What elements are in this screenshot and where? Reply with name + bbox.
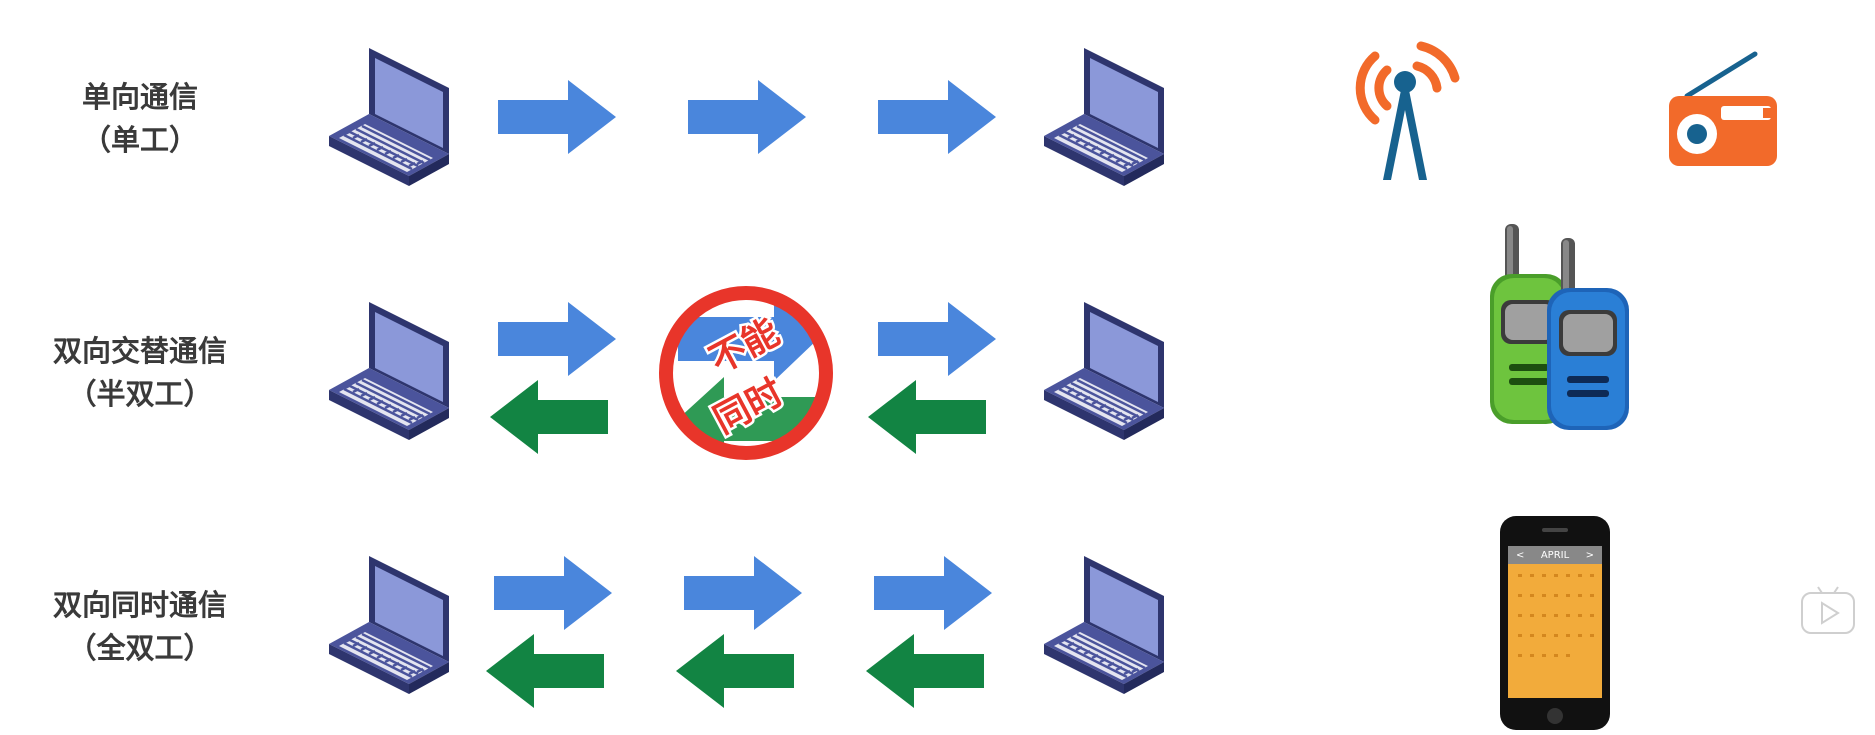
arrow-right-icon bbox=[878, 302, 996, 376]
arrow-right-icon bbox=[498, 80, 616, 154]
arrow-right-icon bbox=[494, 556, 612, 630]
phone-month: APRIL bbox=[1541, 550, 1569, 561]
laptop-icon bbox=[325, 302, 453, 440]
laptop-icon bbox=[325, 556, 453, 694]
arrow-right-icon bbox=[498, 302, 616, 376]
row-subtitle: （单工） bbox=[30, 119, 250, 162]
prohibition-sign: 不能 同时 bbox=[658, 285, 834, 461]
laptop-icon bbox=[1040, 556, 1168, 694]
arrow-left-icon bbox=[486, 634, 604, 708]
phone-next: > bbox=[1586, 550, 1594, 561]
row-title: 双向交替通信 bbox=[30, 330, 250, 373]
arrow-left-icon bbox=[866, 634, 984, 708]
row-title: 双向同时通信 bbox=[30, 584, 250, 627]
video-player-icon[interactable] bbox=[1800, 585, 1856, 635]
phone-screen: < APRIL > bbox=[1508, 546, 1602, 698]
row-label-half-duplex: 双向交替通信 （半双工） bbox=[30, 330, 250, 416]
arrow-left-icon bbox=[676, 634, 794, 708]
row-label-simplex: 单向通信 （单工） bbox=[30, 76, 250, 162]
calendar-grid bbox=[1508, 564, 1602, 698]
laptop-icon bbox=[1040, 48, 1168, 186]
phone-prev: < bbox=[1516, 550, 1524, 561]
home-button bbox=[1547, 708, 1563, 724]
row-subtitle: （半双工） bbox=[30, 373, 250, 416]
walkie-talkie-icon bbox=[1485, 222, 1635, 432]
arrow-right-icon bbox=[878, 80, 996, 154]
arrow-right-icon bbox=[684, 556, 802, 630]
arrow-left-icon bbox=[868, 380, 986, 454]
radio-icon bbox=[1665, 50, 1785, 168]
arrow-right-icon bbox=[688, 80, 806, 154]
laptop-icon bbox=[325, 48, 453, 186]
laptop-icon bbox=[1040, 302, 1168, 440]
arrow-right-icon bbox=[874, 556, 992, 630]
row-subtitle: （全双工） bbox=[30, 627, 250, 670]
arrow-left-icon bbox=[490, 380, 608, 454]
row-title: 单向通信 bbox=[30, 76, 250, 119]
row-label-full-duplex: 双向同时通信 （全双工） bbox=[30, 584, 250, 670]
smartphone-icon: < APRIL > bbox=[1500, 516, 1610, 730]
antenna-icon bbox=[1345, 30, 1465, 185]
